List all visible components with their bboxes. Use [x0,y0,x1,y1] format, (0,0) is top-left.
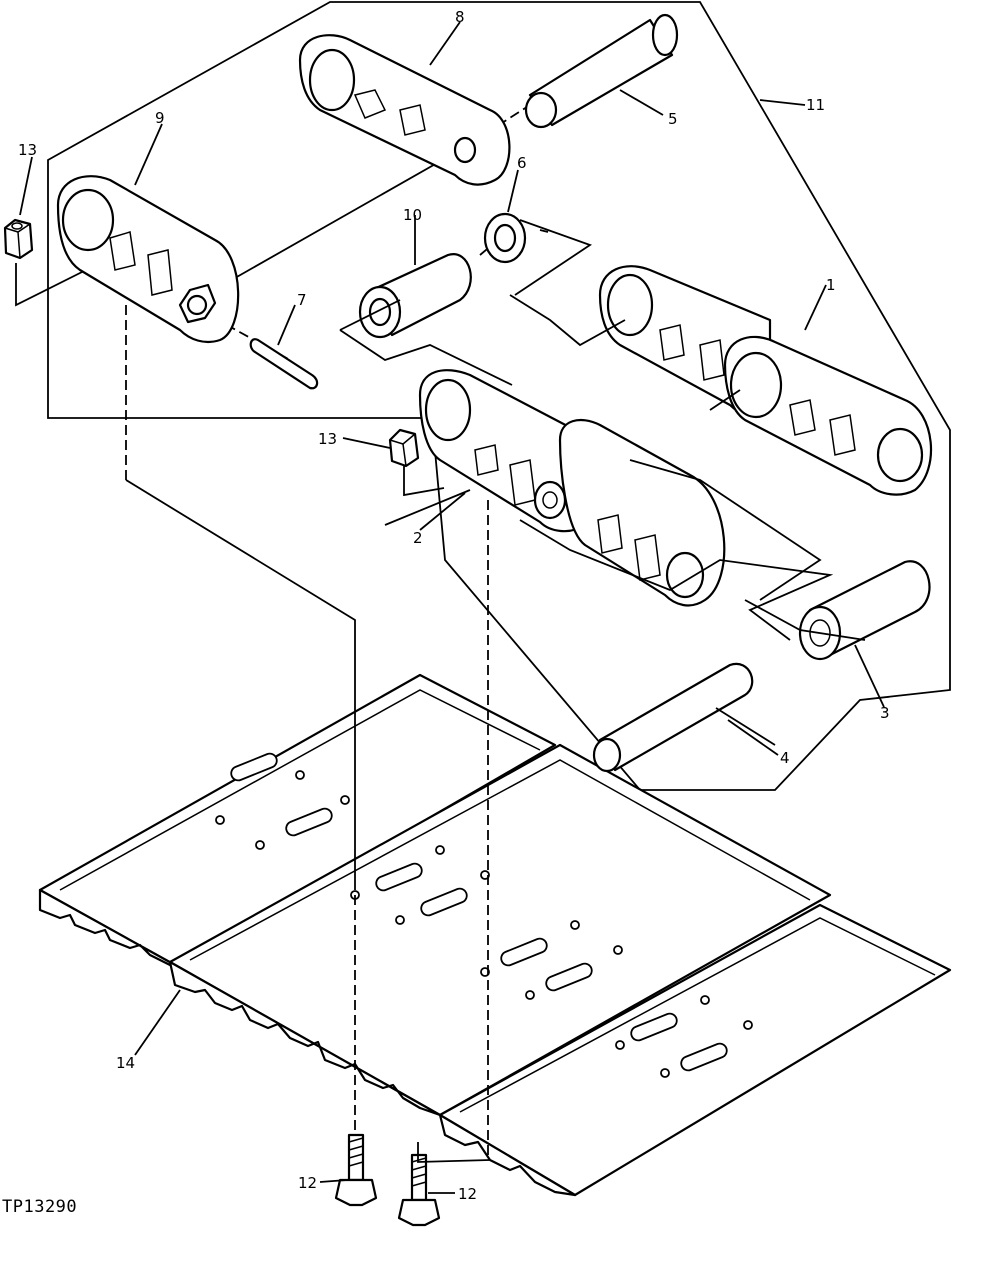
callout-8: 8 [455,8,465,26]
callout-1: 1 [826,276,836,294]
link-1 [509,265,933,496]
leader-lines [19,21,885,1194]
callout-4: 4 [780,749,790,767]
link-2 [384,369,834,641]
link-8 [298,34,511,186]
alignment-lines [15,104,531,1163]
callout-12-right: 12 [458,1185,477,1203]
track-shoes-14 [38,673,952,1197]
assembly-boundary-11 [47,1,951,791]
callout-13-left: 13 [18,141,37,159]
nut-13-right [388,428,420,468]
track-bolt-12-left [334,1133,378,1207]
nut-13-left [3,218,34,260]
callout-5: 5 [668,110,678,128]
link-9 [56,175,240,344]
bushing-3 [744,560,931,661]
figure-id: TP13290 [2,1197,77,1217]
cotter-pin-7 [249,338,319,390]
pin-4 [592,662,776,773]
pin-5 [524,13,679,129]
callout-2: 2 [413,529,423,547]
callout-14: 14 [116,1054,135,1072]
callout-3: 3 [880,704,890,722]
callout-13-right: 13 [318,430,337,448]
callout-12-left: 12 [298,1174,317,1192]
seal-6 [483,212,592,296]
callout-6: 6 [517,154,527,172]
callout-7: 7 [297,291,307,309]
callout-9: 9 [155,109,165,127]
callout-labels: 1 2 3 4 5 6 7 8 9 10 11 12 12 13 13 14 [18,8,890,1203]
callout-10: 10 [403,206,422,224]
bushing-10 [339,253,513,386]
callout-11: 11 [806,96,825,114]
track-bolt-12-right [397,1153,441,1227]
